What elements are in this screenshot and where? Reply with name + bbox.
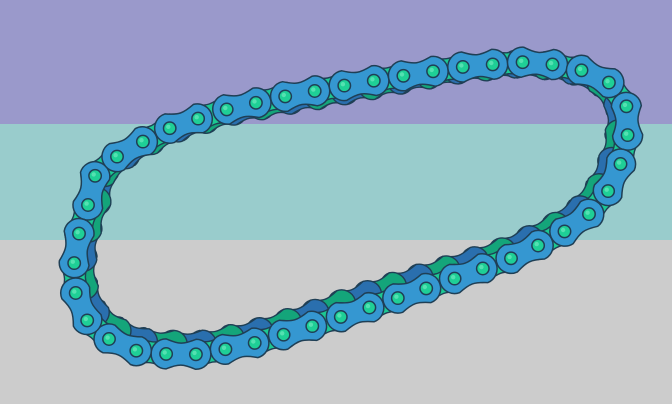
pin-highlight [622, 102, 628, 108]
pin-highlight [91, 172, 96, 177]
pin-highlight [548, 60, 554, 66]
pin-highlight [84, 201, 89, 206]
outer-link-plate [610, 91, 644, 151]
pin-highlight [132, 347, 138, 352]
pin-highlight [365, 303, 371, 309]
pin-highlight [577, 66, 583, 72]
pin-highlight [451, 275, 456, 280]
pin-highlight [459, 63, 464, 68]
pin-highlight [624, 131, 629, 136]
pin-highlight [489, 60, 494, 66]
pin-highlight [519, 58, 524, 63]
pin-highlight [534, 241, 539, 247]
pin-highlight [139, 138, 144, 143]
pin-highlight [72, 289, 77, 294]
pin-highlight [75, 230, 80, 235]
pin-highlight [221, 345, 227, 350]
pin-highlight [585, 210, 590, 215]
pin-highlight [70, 259, 76, 264]
pin-highlight [479, 264, 484, 270]
pin-highlight [113, 153, 118, 158]
pin-highlight [192, 350, 197, 356]
pin-highlight [105, 335, 110, 340]
pin-highlight [394, 294, 399, 299]
pin-highlight [252, 99, 257, 104]
pin-highlight [604, 187, 609, 192]
pin-highlight [194, 115, 199, 120]
pin-highlight [399, 72, 405, 77]
pin-highlight [308, 322, 314, 327]
pin-highlight [422, 284, 427, 290]
pin-highlight [311, 87, 316, 92]
pin-highlight [162, 350, 167, 355]
pin-highlight [83, 316, 89, 322]
pin-highlight [166, 124, 171, 129]
pin-highlight [251, 339, 256, 344]
pin-highlight [616, 160, 622, 165]
pin-highlight [340, 82, 346, 87]
pin-highlight [281, 92, 286, 98]
pin-highlight [507, 254, 512, 260]
outer-link-plate [549, 198, 605, 247]
pin-highlight [280, 331, 285, 336]
outer-link-plate [150, 338, 212, 371]
chain-outer-plates [58, 46, 644, 371]
pin-highlight [605, 79, 610, 84]
pin-highlight [223, 105, 228, 111]
pin-highlight [429, 67, 434, 73]
pin-highlight [560, 227, 566, 233]
pin-highlight [337, 313, 342, 318]
pin-highlight [370, 77, 375, 82]
